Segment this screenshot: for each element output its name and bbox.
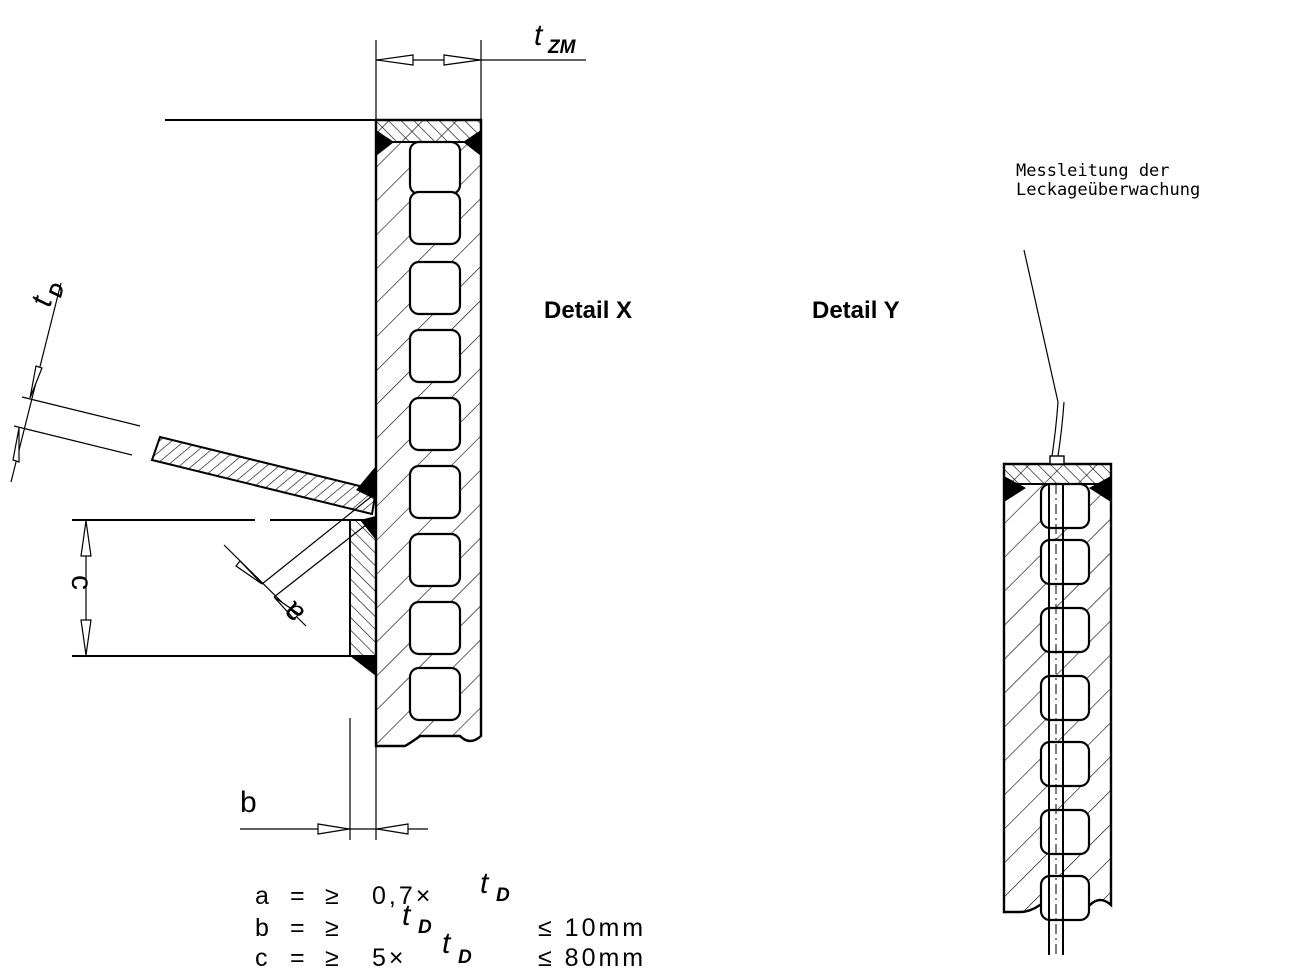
td-ext-lower — [13, 425, 133, 456]
detail-x-drawing: t ZM t D a c — [10, 19, 646, 972]
formula-a-ge: ≥ — [325, 882, 342, 910]
weld-bottom — [350, 656, 376, 676]
a-arrow-lower — [273, 596, 300, 620]
backing-strip — [349, 519, 377, 657]
formula-block: a = ≥ 0,7× t D b = ≥ t D ≤ 10mm c = ≥ 5×… — [255, 867, 646, 972]
cavity-x-9 — [408, 666, 462, 722]
leader-label-line2: Leckageüberwachung — [1016, 180, 1200, 200]
cavity-x-2 — [408, 190, 462, 246]
formula-c-t: t — [442, 927, 452, 960]
formula-b-var: b — [255, 914, 272, 942]
formula-row-c: c = ≥ 5× t D ≤ 80mm — [255, 927, 646, 972]
wall-cavities — [408, 140, 462, 722]
formula-b-sub: D — [418, 917, 432, 938]
weld-top-left — [376, 130, 394, 156]
a-arrow-upper — [235, 560, 263, 585]
formula-c-limit: ≤ 80mm — [538, 944, 646, 972]
cavity-x-4 — [408, 328, 462, 384]
formula-b-t: t — [402, 899, 412, 932]
tzm-arrow-right — [443, 54, 481, 66]
leader-line — [1023, 249, 1059, 403]
weld-y-left — [1004, 476, 1026, 502]
cavity-x-7 — [408, 532, 462, 588]
td-subscript: D — [45, 281, 69, 300]
formula-a-factor: 0,7× — [372, 882, 433, 910]
detail-x-title: Detail X — [544, 297, 632, 324]
formula-row-a: a = ≥ 0,7× t D — [255, 867, 510, 910]
cavity-y-4 — [1039, 674, 1091, 722]
a-ext-upper — [261, 495, 373, 585]
tzm-subscript: ZM — [547, 37, 577, 58]
inclined-plate — [150, 435, 378, 516]
formula-c-ge: ≥ — [325, 944, 342, 972]
cavity-x-1 — [408, 140, 462, 196]
formula-c-var: c — [255, 944, 271, 972]
formula-a-var: a — [255, 882, 272, 910]
cavity-x-3 — [408, 260, 462, 316]
formula-c-eq: = — [290, 944, 308, 972]
formula-a-t: t — [480, 867, 490, 900]
cavity-x-5 — [408, 396, 462, 452]
wall-cavities-y — [1039, 482, 1091, 922]
cavity-y-1 — [1039, 482, 1091, 530]
cavity-x-8 — [408, 600, 462, 656]
tzm-arrow-left — [376, 54, 414, 66]
c-label: c — [65, 575, 98, 590]
formula-a-eq: = — [290, 882, 308, 910]
a-ext-lower — [273, 516, 377, 598]
detail-y-title: Detail Y — [812, 297, 900, 324]
cavity-y-2 — [1039, 538, 1091, 586]
formula-c-sub: D — [458, 947, 472, 968]
detail-y-drawing: Messleitung der Leckageüberwachung — [1002, 161, 1200, 955]
formula-b-limit: ≤ 10mm — [538, 914, 646, 942]
formula-b-eq: = — [290, 914, 308, 942]
td-ext-upper — [21, 396, 141, 427]
measure-cable — [1051, 401, 1065, 457]
cavity-y-3 — [1039, 606, 1091, 654]
tzm-label: t — [534, 19, 544, 52]
td-arrow-upper — [29, 365, 43, 399]
cavity-y-7 — [1039, 874, 1091, 922]
weld-top-right — [463, 130, 481, 156]
formula-c-factor: 5× — [372, 944, 407, 972]
b-arrow-left — [317, 823, 350, 835]
weld-y-right — [1089, 476, 1111, 502]
b-label: b — [240, 786, 257, 819]
formula-b-ge: ≥ — [325, 914, 342, 942]
c-arrow-top — [80, 520, 92, 557]
c-label-group: c — [65, 575, 98, 590]
b-arrow-right — [376, 823, 409, 835]
top-cap-plate — [375, 119, 482, 143]
cavity-x-6 — [408, 464, 462, 520]
top-cap-plate-y — [1003, 463, 1112, 485]
td-arrow-lower — [12, 427, 20, 463]
formula-row-b: b = ≥ t D ≤ 10mm — [255, 899, 646, 942]
leader-label-line1: Messleitung der — [1016, 161, 1170, 181]
c-arrow-bottom — [80, 619, 92, 656]
cavity-y-5 — [1039, 740, 1091, 788]
td-label-group: t D — [25, 281, 69, 310]
measure-tube-fitting — [1049, 455, 1065, 465]
formula-a-sub: D — [496, 885, 510, 906]
cavity-y-6 — [1039, 808, 1091, 856]
